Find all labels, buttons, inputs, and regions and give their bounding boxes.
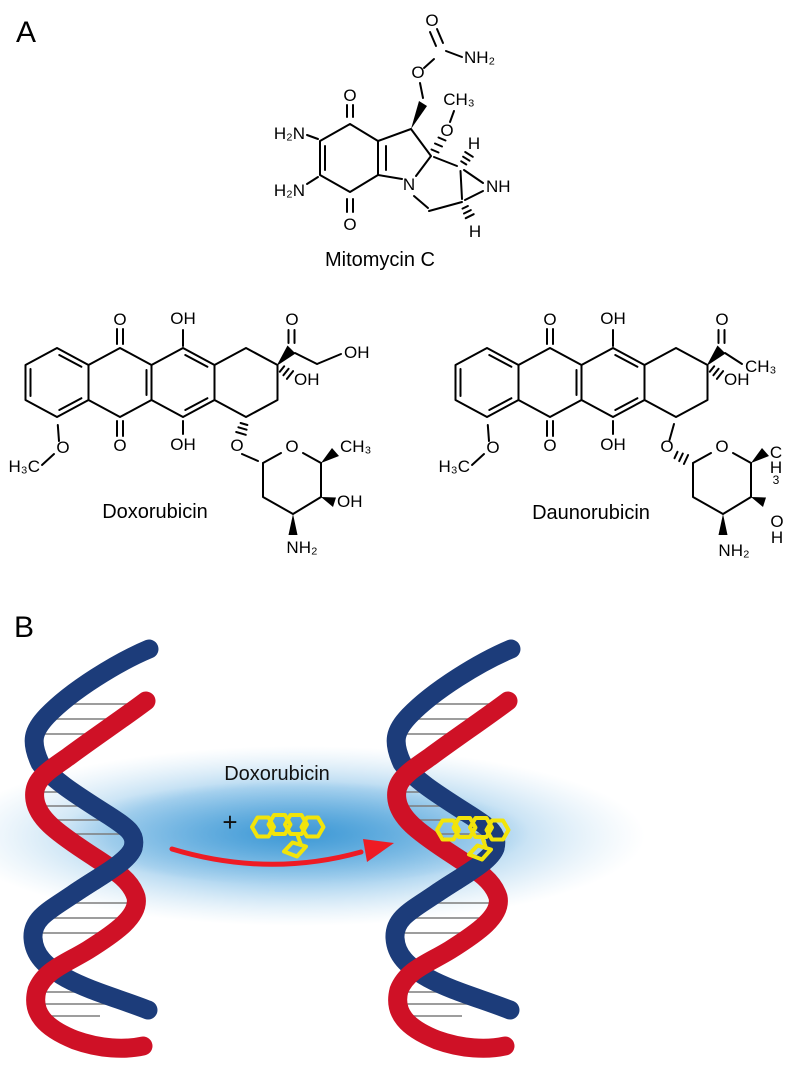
dauno-glycosidic-o-label: O bbox=[660, 437, 673, 456]
dox-methoxy-h3c-label: H₃C bbox=[9, 457, 40, 476]
dauno-methoxy-o-label: O bbox=[486, 438, 499, 457]
dauno-phenol-oh-top-label: OH bbox=[600, 309, 626, 328]
dauno-methyl-ch3-label: CH₃ bbox=[745, 357, 776, 376]
dauno-quinone-o-top-label: O bbox=[543, 310, 556, 329]
dox-sugar-oh-label: OH bbox=[337, 492, 363, 511]
dauno-sugar-nh2-label: NH₂ bbox=[718, 541, 749, 560]
mito-amine-bottom-label: H₂N bbox=[274, 181, 305, 200]
dauno-quinone-o-bottom-label: O bbox=[543, 436, 556, 455]
dox-quinone-o-bottom-label: O bbox=[113, 436, 126, 455]
doxorubicin-structure: O OH O OH OH H₃C O O OH O O CH₃ OH NH₂ D… bbox=[9, 309, 372, 557]
daunorubicin-title: Daunorubicin bbox=[532, 502, 650, 524]
mito-carbamate-nh2-label: NH₂ bbox=[464, 48, 495, 67]
doxorubicin-bonds bbox=[24, 328, 342, 536]
doxorubicin-b-label: Doxorubicin bbox=[224, 763, 330, 785]
mitomycin-bonds bbox=[306, 28, 484, 220]
panel-b-label: B bbox=[14, 611, 34, 644]
mito-h-bottom-label: H bbox=[469, 222, 481, 241]
mitomycin-title: Mitomycin C bbox=[325, 249, 435, 271]
dauno-sugar-h-label: H bbox=[770, 458, 782, 477]
mito-carbamate-o-label: O bbox=[425, 11, 438, 30]
arrow-head bbox=[363, 839, 394, 862]
reaction-arrow bbox=[169, 839, 394, 867]
dox-phenol-oh-top-label: OH bbox=[170, 309, 196, 328]
mito-ester-o-label: O bbox=[411, 63, 424, 82]
mito-ring-n-label: N bbox=[403, 175, 415, 194]
panel-b: B Doxorubicin + bbox=[0, 611, 645, 1048]
mito-quinone-o-bottom-label: O bbox=[343, 215, 356, 234]
panel-a-label: A bbox=[16, 16, 36, 49]
dauno-sugar-oh-h-label: H bbox=[771, 528, 783, 547]
dox-quinone-o-top-label: O bbox=[113, 310, 126, 329]
mitomycin-structure: O NH₂ O CH₃ O H₂N H₂N O O N NH H H Mitom… bbox=[274, 11, 511, 271]
dox-methoxy-o-label: O bbox=[56, 438, 69, 457]
mito-aziridine-nh-label: NH bbox=[486, 177, 511, 196]
mito-amine-top-label: H₂N bbox=[274, 124, 305, 143]
dauno-sugar-ring-o-label: O bbox=[715, 437, 728, 456]
dauno-phenol-oh-bottom-label: OH bbox=[600, 435, 626, 454]
dox-phenol-oh-bottom-label: OH bbox=[170, 435, 196, 454]
dox-ketone-o-label: O bbox=[285, 310, 298, 329]
dauno-sugar-o-label: O bbox=[770, 512, 783, 531]
dox-c9-oh-label: OH bbox=[294, 370, 320, 389]
daunorubicin-structure: O OH O CH₃ OH H₃C O O OH O O C H 3 O H N… bbox=[439, 309, 784, 560]
dox-sugar-ring-o-label: O bbox=[285, 437, 298, 456]
panel-a: A bbox=[9, 11, 784, 560]
mito-methoxy-ch3-label: CH₃ bbox=[443, 90, 474, 109]
dauno-sugar-c-label: C bbox=[770, 443, 782, 462]
dauno-ketone-o-label: O bbox=[715, 310, 728, 329]
dox-hydroxymethyl-oh-label: OH bbox=[344, 343, 370, 362]
dauno-c9-oh-label: OH bbox=[724, 370, 750, 389]
daunorubicin-bonds bbox=[454, 328, 770, 536]
dauno-methoxy-h3c-label: H₃C bbox=[439, 457, 470, 476]
mito-methoxy-o-label: O bbox=[440, 121, 453, 140]
dox-glycosidic-o-label: O bbox=[230, 436, 243, 455]
dox-sugar-ch3-label: CH₃ bbox=[340, 437, 371, 456]
dauno-sugar-3-label: 3 bbox=[773, 473, 780, 487]
dox-sugar-nh2-label: NH₂ bbox=[286, 538, 317, 557]
doxorubicin-title: Doxorubicin bbox=[102, 501, 208, 523]
plus-sign: + bbox=[222, 807, 237, 837]
mito-h-top-label: H bbox=[468, 134, 480, 153]
mito-quinone-o-top-label: O bbox=[343, 86, 356, 105]
